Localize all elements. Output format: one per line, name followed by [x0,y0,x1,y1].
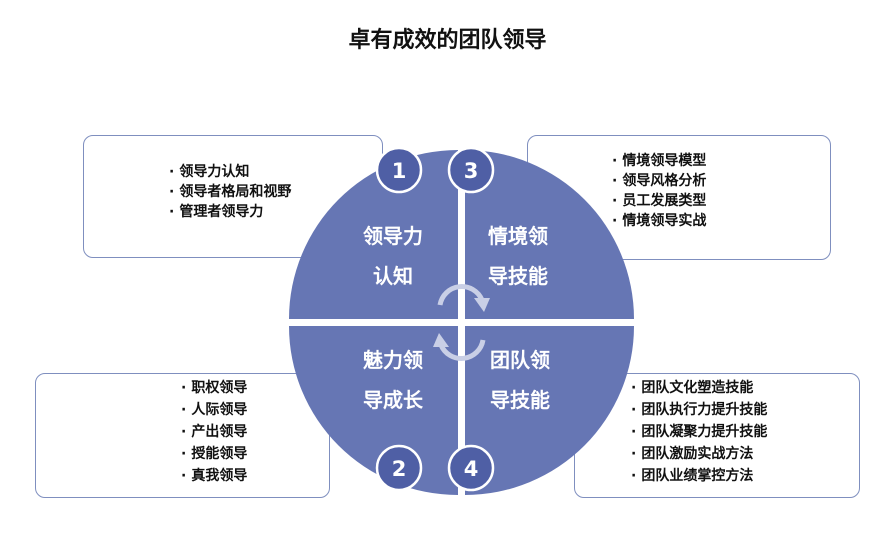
number-badges: 1 3 2 4 [375,146,495,492]
quadrant-bottom-right [465,326,634,495]
list-item: 团队激励实战方法 [631,443,767,465]
topic-box-charismatic-leadership: 职权领导 人际领导 产出领导 授能领导 真我领导 [35,373,330,498]
quadrant-3-label-line2: 导技能 [488,264,548,288]
badge-1-number: 1 [392,159,407,183]
badge-3: 3 [447,146,495,194]
list-item: 团队业绩掌控方法 [631,465,767,487]
quadrant-2-label-line1: 魅力领 [363,348,423,372]
list-item: 团队执行力提升技能 [631,399,767,421]
topic-box-team-leadership: 团队文化塑造技能 团队执行力提升技能 团队凝聚力提升技能 团队激励实战方法 团队… [574,373,860,498]
quadrant-3-label-line1: 情境领 [488,224,548,248]
badge-4: 4 [447,444,495,492]
list-item: 授能领导 [181,443,247,465]
list-item: 管理者领导力 [169,202,291,222]
badge-1: 1 [375,146,423,194]
quadrant-1-label-line1: 领导力 [363,224,423,248]
list-item: 员工发展类型 [612,191,706,211]
cycle-arrow-bottom-icon [438,339,486,361]
badge-2: 2 [375,444,423,492]
badge-3-number: 3 [464,159,479,183]
list-item: 领导风格分析 [612,171,706,191]
list-item: 领导力认知 [169,162,291,182]
quadrant-labels: 领导力 认知 情境领 导技能 魅力领 导成长 团队领 导技能 [363,224,550,412]
cycle-arrow-bottom-head-icon [433,333,449,347]
cycle-arrow-top-head-icon [474,298,490,312]
list-item: 职权领导 [181,377,247,399]
quadrant-4-label-line2: 导技能 [490,388,550,412]
list-item: 情境领导实战 [612,211,706,231]
quadrant-top-left [289,150,458,319]
topic-list: 情境领导模型 领导风格分析 员工发展类型 情境领导实战 [612,151,706,231]
topic-list: 领导力认知 领导者格局和视野 管理者领导力 [169,162,291,222]
cycle-arrows [433,284,490,361]
list-item: 团队文化塑造技能 [631,377,767,399]
badge-2-number: 2 [392,457,407,481]
list-item: 团队凝聚力提升技能 [631,421,767,443]
badge-4-number: 4 [464,457,479,481]
list-item: 真我领导 [181,465,247,487]
diagram-title: 卓有成效的团队领导 [348,28,547,53]
quadrant-1-label-line2: 认知 [373,264,413,288]
quadrant-4-label-line1: 团队领 [490,348,550,372]
topic-list: 团队文化塑造技能 团队执行力提升技能 团队凝聚力提升技能 团队激励实战方法 团队… [631,377,767,487]
circle-quadrants [289,150,634,495]
list-item: 产出领导 [181,421,247,443]
list-item: 情境领导模型 [612,151,706,171]
list-item: 领导者格局和视野 [169,182,291,202]
quadrant-2-label-line2: 导成长 [363,388,424,412]
topic-list: 职权领导 人际领导 产出领导 授能领导 真我领导 [181,377,247,487]
quadrant-top-right [465,150,634,319]
list-item: 人际领导 [181,399,247,421]
cycle-arrow-top-icon [437,284,485,306]
